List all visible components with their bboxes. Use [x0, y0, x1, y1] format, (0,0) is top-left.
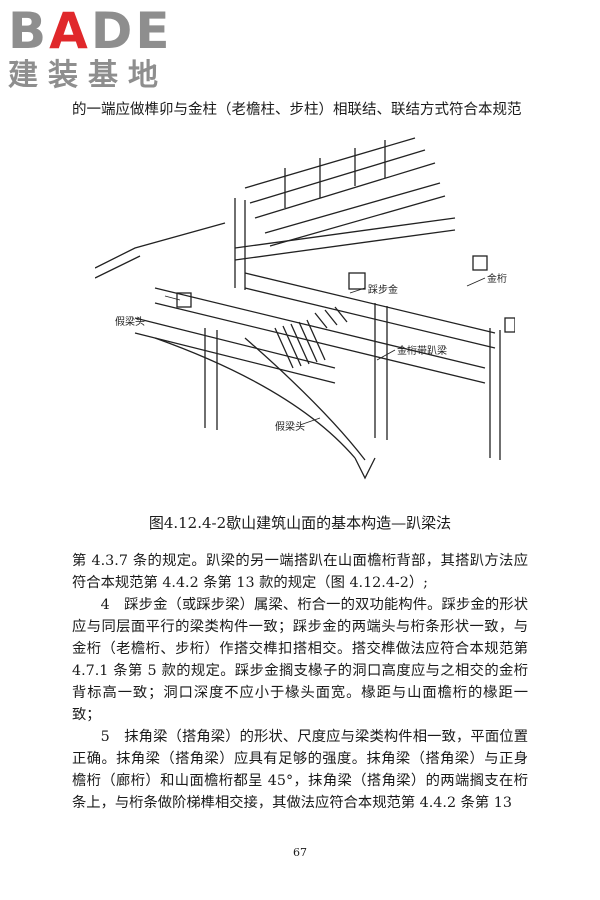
- figure-caption: 图4.12.4-2歇山建筑山面的基本构造—趴梁法: [148, 514, 452, 532]
- brand-logo: BADE 建装基地: [8, 6, 178, 92]
- top-text-line: 的一端应做榫卯与金柱（老檐柱、步柱）相联结、联结方式符合本规范: [72, 102, 522, 118]
- label-jialiangtou-left: 假梁头: [115, 315, 145, 328]
- logo-subtitle: 建装基地: [8, 58, 168, 93]
- label-jinheng: 金桁: [487, 272, 507, 285]
- label-jialiangtou-bottom: 假梁头: [275, 420, 305, 433]
- page-number: 67: [293, 846, 307, 859]
- label-jinheng-pa: 金桁带趴梁: [397, 344, 447, 357]
- logo-wordmark: BADE: [8, 2, 173, 60]
- body-text: 第 4.3.7 条的规定。趴梁的另一端搭趴在山面檐桁背部，其搭趴方法应符合本规范…: [72, 550, 528, 814]
- construction-figure: 踩步金 金桁 金桁带趴梁 假梁头 假梁头: [94, 128, 516, 498]
- paragraph: 5 抹角梁（搭角梁）的形状、尺度应与梁类构件相一致，平面位置正确。抹角梁（搭角梁…: [72, 729, 528, 811]
- paragraph: 第 4.3.7 条的规定。趴梁的另一端搭趴在山面檐桁背部，其搭趴方法应符合本规范…: [72, 553, 528, 591]
- label-caibujin: 踩步金: [368, 283, 398, 296]
- paragraph: 4 踩步金（或踩步梁）属梁、桁合一的双功能构件。踩步金的形状应与同层面平行的梁类…: [72, 597, 528, 723]
